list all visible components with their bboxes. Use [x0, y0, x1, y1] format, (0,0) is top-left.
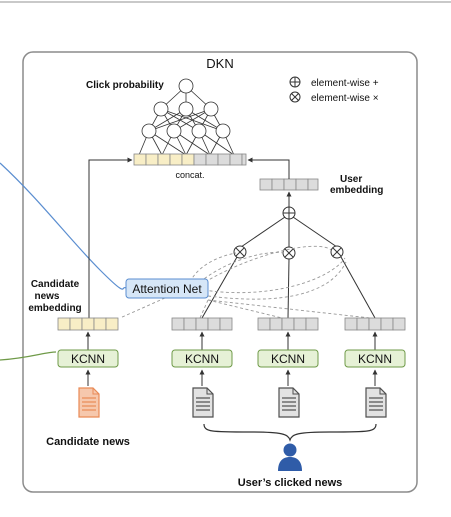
user-icon	[278, 443, 302, 471]
concat-label: concat.	[175, 170, 204, 180]
dkn-frame	[22, 51, 418, 493]
kcnn-clicked-2: KCNN	[257, 349, 319, 368]
clicked-embedding-vector-1	[171, 317, 233, 331]
attention-net-label: Attention Net	[132, 282, 202, 296]
click-probability-label: Click probability	[86, 80, 164, 91]
clicked-embedding-vector-2	[257, 317, 319, 331]
clicked-news-brace	[203, 423, 377, 442]
times-icon-3	[330, 245, 344, 259]
user-to-concat-arrow	[247, 157, 290, 179]
top-divider	[0, 1, 451, 3]
times-icons	[233, 245, 344, 260]
kcnn-candidate-label: KCNN	[71, 352, 105, 366]
dkn-title: DKN	[206, 56, 233, 71]
candidate-embedding-label-1: Candidate	[31, 279, 80, 290]
aggregation-plus-icon	[282, 206, 296, 220]
kcnn-candidate: KCNN	[57, 349, 119, 368]
clicked-document-icon-2	[278, 387, 300, 418]
candidate-embedding-label-2: news	[34, 291, 59, 302]
concat-vector	[133, 153, 247, 166]
candidate-embedding-label-3: embedding	[28, 303, 81, 314]
attention-net-box	[125, 278, 209, 299]
kcnn-clicked-1: KCNN	[171, 349, 233, 368]
users-clicked-news-label: User’s clicked news	[238, 477, 343, 489]
times-icon-1	[233, 245, 247, 259]
user-embedding-vector	[259, 178, 319, 191]
kcnn-clicked-3-label: KCNN	[358, 352, 392, 366]
candidate-embedding-vector	[57, 317, 119, 331]
times-to-plus-lines	[240, 216, 338, 248]
green-link-line	[0, 351, 57, 361]
plus-legend-icon	[289, 76, 301, 88]
candidate-to-concat-arrow	[88, 157, 133, 318]
user-embedding-label-2: embedding	[330, 185, 383, 196]
times-legend-icon	[289, 91, 301, 103]
blue-link-line	[0, 162, 127, 290]
legend-plus-label: element-wise +	[311, 78, 379, 89]
legend: element-wise + element-wise ×	[289, 76, 379, 104]
user-embedding-label-1: User	[340, 174, 362, 185]
legend-times-label: element-wise ×	[311, 93, 379, 104]
clicked-document-icon-1	[192, 387, 214, 418]
doc-to-kcnn-arrows	[85, 369, 378, 386]
kcnn-clicked-1-label: KCNN	[185, 352, 219, 366]
kcnn-to-embedding-arrows	[85, 331, 378, 350]
clicked-document-icon-3	[365, 387, 387, 418]
kcnn-clicked-2-label: KCNN	[271, 352, 305, 366]
candidate-news-label: Candidate news	[46, 436, 130, 448]
embedding-to-times-lines	[201, 256, 376, 319]
candidate-document-icon	[78, 387, 100, 418]
clicked-embedding-vector-3	[344, 317, 406, 331]
attention-dashed-lines	[119, 245, 371, 319]
click-probability-network	[138, 78, 235, 156]
kcnn-clicked-3: KCNN	[344, 349, 406, 368]
